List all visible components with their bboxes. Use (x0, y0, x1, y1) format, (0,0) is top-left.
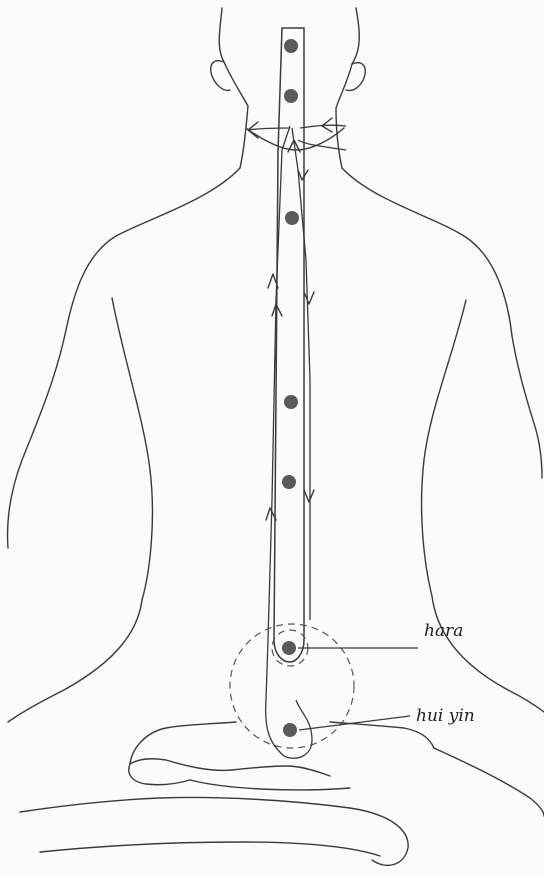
jaw-arrow-left-line (248, 128, 290, 130)
hara-label: hara (424, 621, 463, 641)
right-knee (434, 748, 544, 816)
left-shoulder-arm (8, 168, 240, 548)
hui-yin-leader-line (299, 716, 410, 730)
down-arrow-icon (298, 170, 308, 180)
crossed-legs-front (20, 797, 408, 865)
head-left-outline (219, 8, 248, 168)
downward-flow-line (292, 128, 310, 620)
hui-yin-point (283, 723, 297, 737)
acupoint (284, 89, 298, 103)
right-shoulder-arm (342, 168, 542, 478)
right-torso (422, 300, 544, 712)
acupoint (282, 475, 296, 489)
acupoint (284, 395, 298, 409)
lap-fold (190, 780, 350, 790)
down-arrow-icon (304, 490, 314, 502)
ear-right (346, 63, 365, 91)
ear-left (211, 61, 230, 91)
hui-yin-label: hui yin (416, 706, 475, 726)
flow-arrows (248, 118, 346, 520)
hara-point (282, 641, 296, 655)
left-torso (8, 298, 152, 722)
left-foot (130, 759, 330, 776)
annotations: hara hui yin (298, 621, 475, 730)
left-foot-toes (129, 764, 190, 785)
crossed-legs-back (40, 842, 380, 856)
acupoint (285, 211, 299, 225)
channel-tube (274, 28, 304, 662)
left-hip (130, 722, 236, 764)
acupoint (284, 39, 298, 53)
down-arrow-icon (304, 292, 314, 304)
